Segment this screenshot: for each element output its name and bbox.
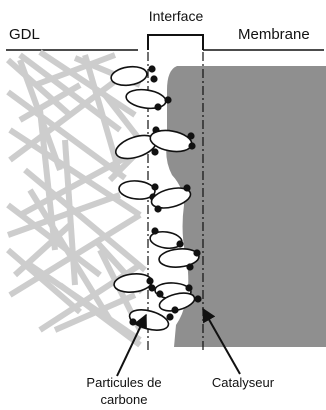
catalyst-dot: [148, 65, 156, 73]
particles-label-line1: Particules de: [86, 375, 161, 390]
carbon-fiber: [33, 52, 117, 88]
catalyst-dot: [183, 184, 191, 192]
catalyst-dot: [188, 142, 196, 150]
catalyst-dot: [146, 277, 154, 285]
carbon-fiber: [58, 282, 142, 348]
catalyst-dot: [156, 290, 164, 298]
catalyst-dot: [166, 313, 174, 321]
catalyst-dot: [151, 227, 159, 235]
carbon-particle: [158, 248, 201, 271]
carbon-particle: [149, 227, 184, 250]
carbon-fiber: [12, 222, 73, 278]
interface-bracket: [147, 34, 204, 50]
carbon-fiber: [82, 54, 123, 176]
carbon-fiber: [8, 67, 132, 163]
gdl-label: GDL: [9, 26, 40, 43]
carbon-particle-outline: [110, 65, 148, 87]
carbon-fiber: [102, 93, 143, 142]
carbon-particles: [110, 65, 202, 331]
membrane-label: Membrane: [238, 26, 310, 43]
carbon-particle-outline: [150, 187, 192, 209]
carbon-fiber: [6, 89, 127, 181]
catalyst-dot: [193, 249, 201, 257]
carbon-particle-outline: [158, 248, 200, 268]
catalyst-dot: [151, 183, 159, 191]
catalyst-arrow: [202, 307, 241, 375]
catalyst-dot: [185, 284, 193, 292]
carbon-particle-outline: [118, 180, 156, 200]
carbon-particle: [125, 88, 172, 111]
carbon-particle: [113, 273, 156, 293]
carbon-fiber: [6, 247, 82, 315]
carbon-fiber: [38, 49, 137, 118]
carbon-fiber: [6, 192, 122, 238]
carbon-particle: [110, 65, 158, 87]
carbon-particle-outline: [158, 292, 196, 312]
carbon-particle: [158, 292, 202, 314]
catalyst-dot: [194, 295, 202, 303]
catalyst-dot: [151, 148, 159, 156]
catalyst-dot: [148, 284, 156, 292]
carbon-particle: [149, 129, 196, 153]
carbon-fiber: [53, 292, 137, 333]
carbon-fiber: [62, 139, 78, 286]
catalyst-dot: [154, 103, 162, 111]
gdl-fiber-network: [6, 49, 147, 348]
carbon-fiber: [6, 57, 72, 118]
catalyst-dot: [186, 263, 194, 271]
carbon-fiber: [23, 167, 147, 273]
catalyst-dot: [164, 96, 172, 104]
catalyst-dot: [154, 205, 162, 213]
membrane-region: [166, 66, 326, 347]
carbon-particle: [118, 180, 159, 201]
catalyst-dot: [129, 318, 137, 326]
particles-label-line2: carbone: [101, 392, 148, 407]
particles-arrow: [116, 313, 147, 377]
carbon-particle: [150, 184, 192, 213]
carbon-fiber: [18, 82, 82, 123]
catalyst-dot: [187, 132, 195, 140]
catalyst-dot: [150, 75, 158, 83]
catalyst-label: Catalyseur: [212, 375, 275, 390]
catalyst-dot: [171, 306, 179, 314]
catalyst-dot: [176, 240, 184, 248]
interface-label: Interface: [149, 8, 204, 24]
